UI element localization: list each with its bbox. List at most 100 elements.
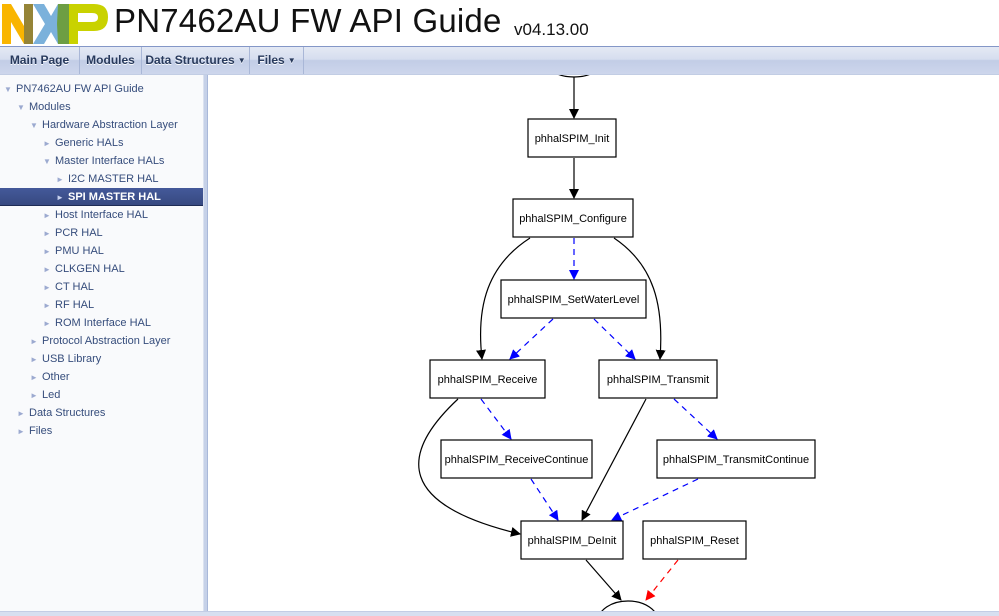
sidebar-item-label: PMU HAL [55, 245, 104, 257]
collapsed-arrow-icon[interactable]: ► [43, 283, 51, 292]
doc-content: phhalSPIM_Init phhalSPIM_Configure phhalSP… [208, 75, 999, 611]
collapsed-arrow-icon[interactable]: ► [30, 337, 38, 346]
sidebar-item[interactable]: ► PCR HAL [0, 224, 203, 242]
node-receive[interactable]: phhalSPIM_Receive [429, 359, 546, 399]
collapsed-arrow-icon[interactable]: ► [17, 427, 25, 436]
node-label[interactable]: phhalSPIM_Receive [438, 374, 538, 386]
node-box[interactable] [429, 359, 546, 399]
collapsed-arrow-icon[interactable]: ► [43, 265, 51, 274]
sidebar-item-label: Generic HALs [55, 137, 124, 149]
sidebar-item[interactable]: ►I2C MASTER HAL [0, 170, 203, 188]
sidebar-item-label: Data Structures [29, 407, 106, 419]
collapsed-arrow-icon[interactable]: ► [43, 247, 51, 256]
node-box[interactable] [642, 520, 747, 560]
node-box[interactable] [440, 439, 593, 479]
sidebar-item[interactable]: ►SPI MASTER HAL [0, 188, 203, 206]
sidebar-item[interactable]: ►Other [0, 368, 203, 386]
node-init[interactable]: phhalSPIM_Init [527, 118, 617, 158]
expanded-arrow-icon[interactable]: ▼ [43, 157, 51, 166]
sidebar-tree: ▼PN7462AU FW API Guide▼Modules▼Hardware … [0, 75, 206, 616]
sidebar-item-label: Modules [29, 101, 71, 113]
node-label[interactable]: phhalSPIM_Configure [519, 213, 627, 225]
nav-files-label: Files [257, 53, 285, 67]
sidebar-item-label: Host Interface HAL [55, 209, 148, 221]
node-transmit[interactable]: phhalSPIM_Transmit [598, 359, 718, 399]
sidebar-item[interactable]: ► ROM Interface HAL [0, 314, 203, 332]
node-label[interactable]: phhalSPIM_Reset [650, 535, 739, 547]
node-label[interactable]: phhalSPIM_Transmit [607, 374, 709, 386]
nav-main-page[interactable]: Main Page [0, 47, 80, 74]
node-label[interactable]: phhalSPIM_TransmitContinue [663, 454, 809, 466]
expanded-arrow-icon[interactable]: ▼ [17, 103, 25, 112]
sidebar-item[interactable]: ► CT HAL [0, 278, 203, 296]
edge-transmit-deinit [581, 398, 647, 521]
collapsed-arrow-icon[interactable]: ► [43, 139, 51, 148]
expanded-arrow-icon[interactable]: ▼ [30, 121, 38, 130]
collapsed-arrow-icon[interactable]: ► [43, 301, 51, 310]
sidebar-item[interactable]: ▼ Modules [0, 98, 203, 116]
collapsed-arrow-icon[interactable]: ► [43, 211, 51, 220]
nav-data-structures[interactable]: Data Structures▼ [142, 47, 250, 74]
node-setwaterlevel[interactable]: phhalSPIM_SetWaterLevel [500, 279, 647, 319]
sidebar-item[interactable]: ► CLKGEN HAL [0, 260, 203, 278]
sidebar-item[interactable]: ► Generic HALs [0, 134, 203, 152]
node-box[interactable] [598, 359, 718, 399]
sidebar-item-label: CT HAL [55, 281, 94, 293]
sidebar-item[interactable]: ► Data Structures [0, 404, 203, 422]
collapsed-arrow-icon[interactable]: ► [56, 193, 64, 202]
title-area: PN7462AU FW API Guide v04.13.00 [0, 0, 999, 46]
node-transmitcontinue[interactable]: phhalSPIM_TransmitContinue [656, 439, 816, 479]
sidebar-item[interactable]: ▼ Hardware Abstraction Layer [0, 116, 203, 134]
project-name: PN7462AU FW API Guide [114, 2, 502, 39]
collapsed-arrow-icon[interactable]: ► [17, 409, 25, 418]
sidebar-item[interactable]: ►Protocol Abstraction Layer [0, 332, 203, 350]
sidebar-item[interactable]: ►Files [0, 422, 203, 440]
logo-n-overlap [24, 4, 33, 44]
node-label[interactable]: phhalSPIM_ReceiveContinue [445, 454, 589, 466]
collapsed-arrow-icon[interactable]: ► [30, 355, 38, 364]
sidebar-item-label: ROM Interface HAL [55, 317, 151, 329]
node-box[interactable] [520, 520, 624, 560]
sidebar-item-label: USB Library [42, 353, 102, 365]
sidebar-item[interactable]: ► PMU HAL [0, 242, 203, 260]
sidebar-resize-handle[interactable] [203, 75, 208, 611]
sidebar-item[interactable]: ▼ Master Interface HALs [0, 152, 203, 170]
collapsed-arrow-icon[interactable]: ► [30, 391, 38, 400]
nxp-logo[interactable] [2, 4, 108, 44]
nav-modules[interactable]: Modules [80, 47, 142, 74]
collapsed-arrow-icon[interactable]: ► [30, 373, 38, 382]
sidebar-item[interactable]: ► USB Library [0, 350, 203, 368]
caret-down-icon: ▼ [287, 56, 296, 65]
node-box[interactable] [656, 439, 816, 479]
nav-main-page-label: Main Page [9, 53, 70, 67]
sidebar-item[interactable]: ▼PN7462AU FW API Guide [0, 80, 203, 98]
sidebar-item-label: PCR HAL [55, 227, 103, 239]
sidebar-item-label: RF HAL [55, 299, 95, 311]
sidebar-item[interactable]: ► RF HAL [0, 296, 203, 314]
status-bar [0, 611, 999, 616]
node-box[interactable] [512, 198, 634, 238]
nav-files[interactable]: Files▼ [250, 47, 304, 74]
expanded-arrow-icon[interactable]: ▼ [4, 85, 12, 94]
node-label[interactable]: phhalSPIM_SetWaterLevel [508, 294, 640, 306]
sidebar-item[interactable]: ►Led [0, 386, 203, 404]
node-reset[interactable]: phhalSPIM_Reset [642, 520, 747, 560]
sidebar-item-label: Hardware Abstraction Layer [42, 119, 178, 131]
collapsed-arrow-icon[interactable]: ► [56, 175, 64, 184]
edge-setwaterlevel-transmit [593, 318, 636, 360]
node-receivecontinue[interactable]: phhalSPIM_ReceiveContinue [440, 439, 593, 479]
node-label[interactable]: phhalSPIM_Init [535, 133, 610, 145]
sidebar-item[interactable]: ► Host Interface HAL [0, 206, 203, 224]
sidebar-item-label: Master Interface HALs [55, 155, 165, 167]
collapsed-arrow-icon[interactable]: ► [43, 229, 51, 238]
node-label[interactable]: phhalSPIM_DeInit [528, 535, 617, 547]
collapsed-arrow-icon[interactable]: ► [43, 319, 51, 328]
node-deinit[interactable]: phhalSPIM_DeInit [520, 520, 624, 560]
project-version: v04.13.00 [514, 20, 589, 39]
sidebar-item-label: CLKGEN HAL [55, 263, 125, 275]
node-configure[interactable]: phhalSPIM_Configure [512, 198, 634, 238]
end-node [601, 600, 655, 611]
call-graph: phhalSPIM_Init phhalSPIM_Configure phhalSP… [418, 75, 816, 611]
node-box[interactable] [527, 118, 617, 158]
node-box[interactable] [500, 279, 647, 319]
